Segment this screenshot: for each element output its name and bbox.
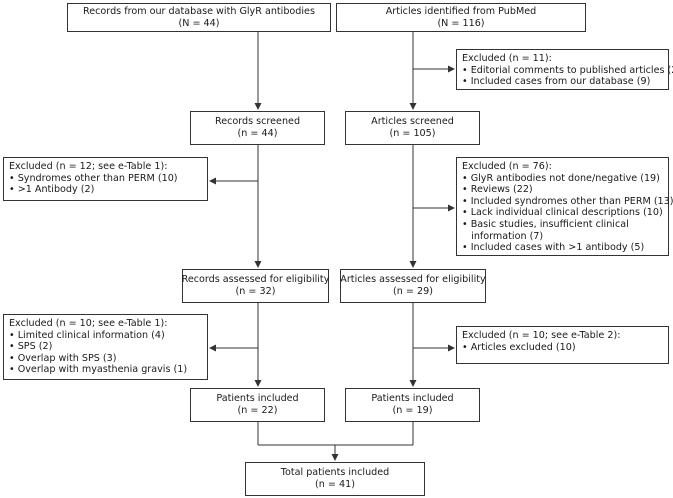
excluded-item: • Overlap with myasthenia gravis (1) <box>9 364 188 376</box>
box-articles-eligibility: Articles assessed for eligibility (n = 2… <box>340 269 486 303</box>
excluded-item: • Basic studies, insufficient clinical <box>462 218 629 230</box>
excluded-item: • GlyR antibodies not done/negative (19) <box>462 172 660 184</box>
box-count: (n = 29) <box>393 286 433 297</box>
excluded-item: • Reviews (22) <box>462 184 533 196</box>
excluded-list: • Articles excluded (10) <box>462 342 663 354</box>
excluded-item: • Editorial comments to published articl… <box>462 64 673 76</box>
box-title: Records assessed for eligibility <box>181 274 330 286</box>
box-count: (n = 44) <box>237 128 278 139</box>
box-count: (n = 19) <box>392 405 433 416</box>
box-excluded-articles-etable2: Excluded (n = 10; see e-Table 2): • Arti… <box>456 326 669 364</box>
box-title: Articles assessed for eligibility <box>340 274 486 286</box>
box-articles-screened: Articles screened (n = 105) <box>345 111 480 145</box>
excluded-item: • Limited clinical information (4) <box>9 329 165 341</box>
excluded-list: • Syndromes other than PERM (10) • >1 An… <box>9 173 202 196</box>
box-excluded-records-clinical: Excluded (n = 10; see e-Table 1): • Limi… <box>3 314 208 380</box>
excluded-item: • Included cases with >1 antibody (5) <box>462 242 645 254</box>
excluded-heading: Excluded (n = 10; see e-Table 2): <box>462 330 621 341</box>
excluded-item: • >1 Antibody (2) <box>9 184 95 196</box>
box-count: (n = 32) <box>235 286 276 297</box>
box-records-eligibility: Records assessed for eligibility (n = 32… <box>182 269 329 303</box>
box-count: (N = 44) <box>178 17 220 29</box>
excluded-heading: Excluded (n = 76): <box>462 161 552 172</box>
excluded-item: • Included cases from our database (9) <box>462 76 651 88</box>
excluded-list: • GlyR antibodies not done/negative (19)… <box>462 172 673 254</box>
box-excluded-articles-criteria: Excluded (n = 76): • GlyR antibodies not… <box>456 157 673 256</box>
box-title: Patients included <box>216 393 299 405</box>
excluded-heading: Excluded (n = 11): <box>462 53 552 64</box>
box-count: (n = 41) <box>315 479 355 490</box>
box-records-screened: Records screened (n = 44) <box>190 111 325 145</box>
box-title: Patients included <box>371 393 454 405</box>
box-total-patients: Total patients included (n = 41) <box>245 462 425 496</box>
box-excluded-pubmed-duplicates: Excluded (n = 11): • Editorial comments … <box>456 49 673 90</box>
excluded-list: • Editorial comments to published articl… <box>462 64 673 88</box>
excluded-heading: Excluded (n = 12; see e-Table 1): <box>9 161 168 172</box>
excluded-heading: Excluded (n = 10; see e-Table 1): <box>9 318 168 329</box>
box-title: Total patients included <box>280 467 390 479</box>
box-source-database: Records from our database with GlyR anti… <box>67 3 331 32</box>
box-count: (n = 105) <box>389 128 436 139</box>
excluded-item: • Articles excluded (10) <box>462 341 576 353</box>
box-title: Records screened <box>214 116 301 128</box>
box-excluded-records-syndromes: Excluded (n = 12; see e-Table 1): • Synd… <box>3 157 208 201</box>
box-title: Articles identified from PubMed <box>385 5 537 17</box>
excluded-list: • Limited clinical information (4) • SPS… <box>9 330 202 376</box>
box-count: (n = 22) <box>237 405 278 416</box>
box-count: (N = 116) <box>437 17 485 29</box>
excluded-item: • Lack individual clinical descriptions … <box>462 207 663 219</box>
excluded-item: • Syndromes other than PERM (10) <box>9 172 178 184</box>
excluded-item: information (7) <box>462 230 544 242</box>
excluded-item: • Overlap with SPS (3) <box>9 352 117 364</box>
box-title: Records from our database with GlyR anti… <box>83 5 315 17</box>
box-patients-included-articles: Patients included (n = 19) <box>345 388 480 422</box>
excluded-item: • SPS (2) <box>9 341 53 353</box>
excluded-item: • Included syndromes other than PERM (13… <box>462 195 673 207</box>
box-source-pubmed: Articles identified from PubMed (N = 116… <box>336 3 586 32</box>
box-patients-included-records: Patients included (n = 22) <box>190 388 325 422</box>
box-title: Articles screened <box>371 116 454 128</box>
